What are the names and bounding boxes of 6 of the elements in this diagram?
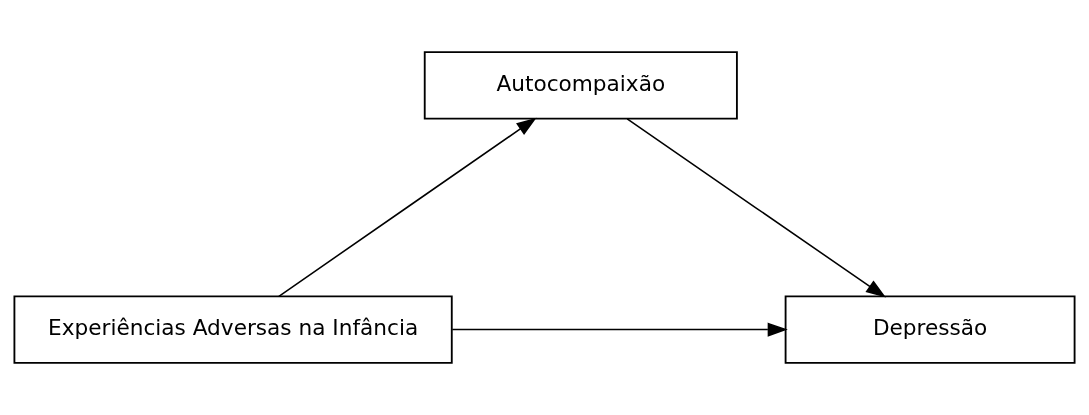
arrow <box>451 322 788 337</box>
arrow <box>626 118 886 298</box>
node-box: Depressão <box>784 295 1076 364</box>
arrow <box>278 117 537 298</box>
node-box: Experiências Adversas na Infância <box>13 295 453 364</box>
node-box: Autocompaixão <box>423 51 738 120</box>
